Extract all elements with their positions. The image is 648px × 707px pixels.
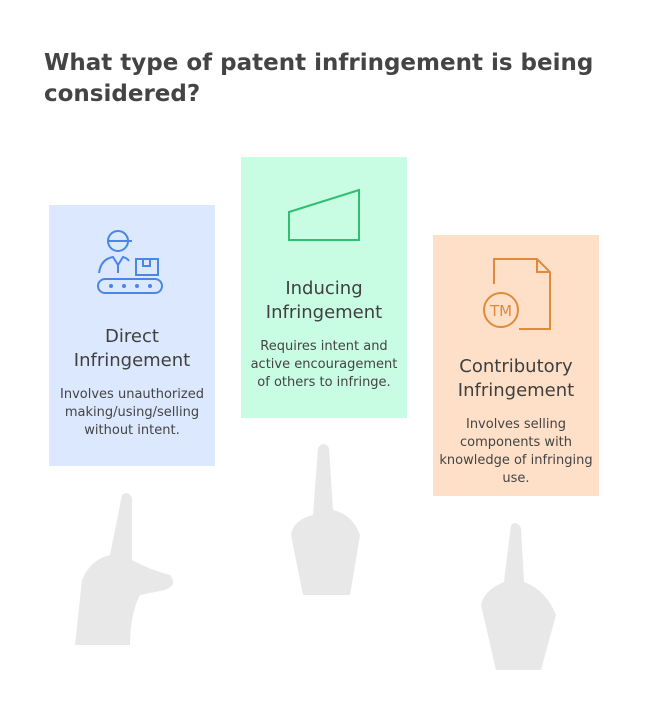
card-description: Involves unauthorized making/using/selli…	[60, 387, 204, 438]
card-direct-infringement: Direct Infringement Involves unauthorize…	[49, 205, 215, 466]
worker-conveyor-icon	[97, 230, 163, 294]
card-description: Involves selling components with knowled…	[439, 417, 593, 486]
pointing-hand-icon	[481, 523, 556, 670]
card-inducing-infringement: Inducing Infringement Requires intent an…	[241, 157, 407, 418]
card-heading: Direct Infringement	[73, 326, 191, 371]
card-heading: Contributory Infringement	[457, 356, 575, 401]
diagram-title: What type of patent infringement is bein…	[44, 50, 594, 107]
card-description: Requires intent and active encouragement…	[250, 339, 398, 390]
pointing-hand-icon	[75, 493, 174, 645]
trademark-document-icon: TM	[483, 258, 551, 330]
svg-text:TM: TM	[489, 302, 512, 320]
pointing-hand-icon	[291, 444, 360, 595]
card-heading: Inducing Infringement	[265, 278, 383, 323]
trapezoid-icon	[288, 188, 360, 241]
card-contributory-infringement: TM Contributory Infringement Involves se…	[433, 235, 599, 496]
